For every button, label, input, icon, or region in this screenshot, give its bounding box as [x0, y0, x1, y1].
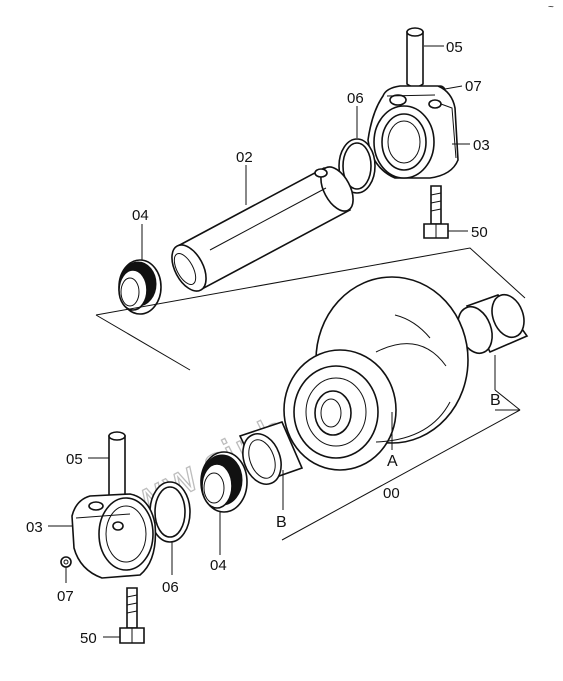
collar-bottom: [71, 493, 157, 579]
pin-bottom: [108, 431, 126, 504]
callout-07-top: 07: [465, 78, 482, 95]
callout-05-bottom: 05: [66, 451, 83, 468]
callout-04-bottom: 04: [210, 557, 227, 574]
bolt-bottom: [119, 587, 145, 644]
callout-50-top: 50: [471, 224, 488, 241]
callout-B-right: B: [490, 392, 501, 409]
seal-bottom: [200, 451, 248, 513]
bushing-left: [238, 421, 304, 485]
bolt-top: [423, 185, 449, 239]
callout-06-bottom: 06: [162, 579, 179, 596]
callout-05-top: 05: [446, 39, 463, 56]
o-ring-top: [338, 138, 376, 194]
callout-06-top: 06: [347, 90, 364, 107]
callout-50-bottom: 50: [80, 630, 97, 647]
corner-mark: ~: [548, 2, 554, 13]
callout-A: A: [387, 453, 398, 470]
callout-02: 02: [236, 149, 253, 166]
shaft: [171, 166, 354, 292]
seal-top: [118, 259, 162, 315]
callout-00: 00: [383, 485, 400, 502]
callout-B-left: B: [276, 514, 287, 531]
collar-top: [367, 85, 459, 179]
plug-bottom: [60, 556, 72, 568]
callout-04-top: 04: [132, 207, 149, 224]
callout-07-bottom: 07: [57, 588, 74, 605]
o-ring-bottom: [149, 481, 191, 543]
callout-03-bottom: 03: [26, 519, 43, 536]
callout-03-top: 03: [473, 137, 490, 154]
pin-top: [406, 27, 424, 88]
roller: [283, 276, 469, 471]
